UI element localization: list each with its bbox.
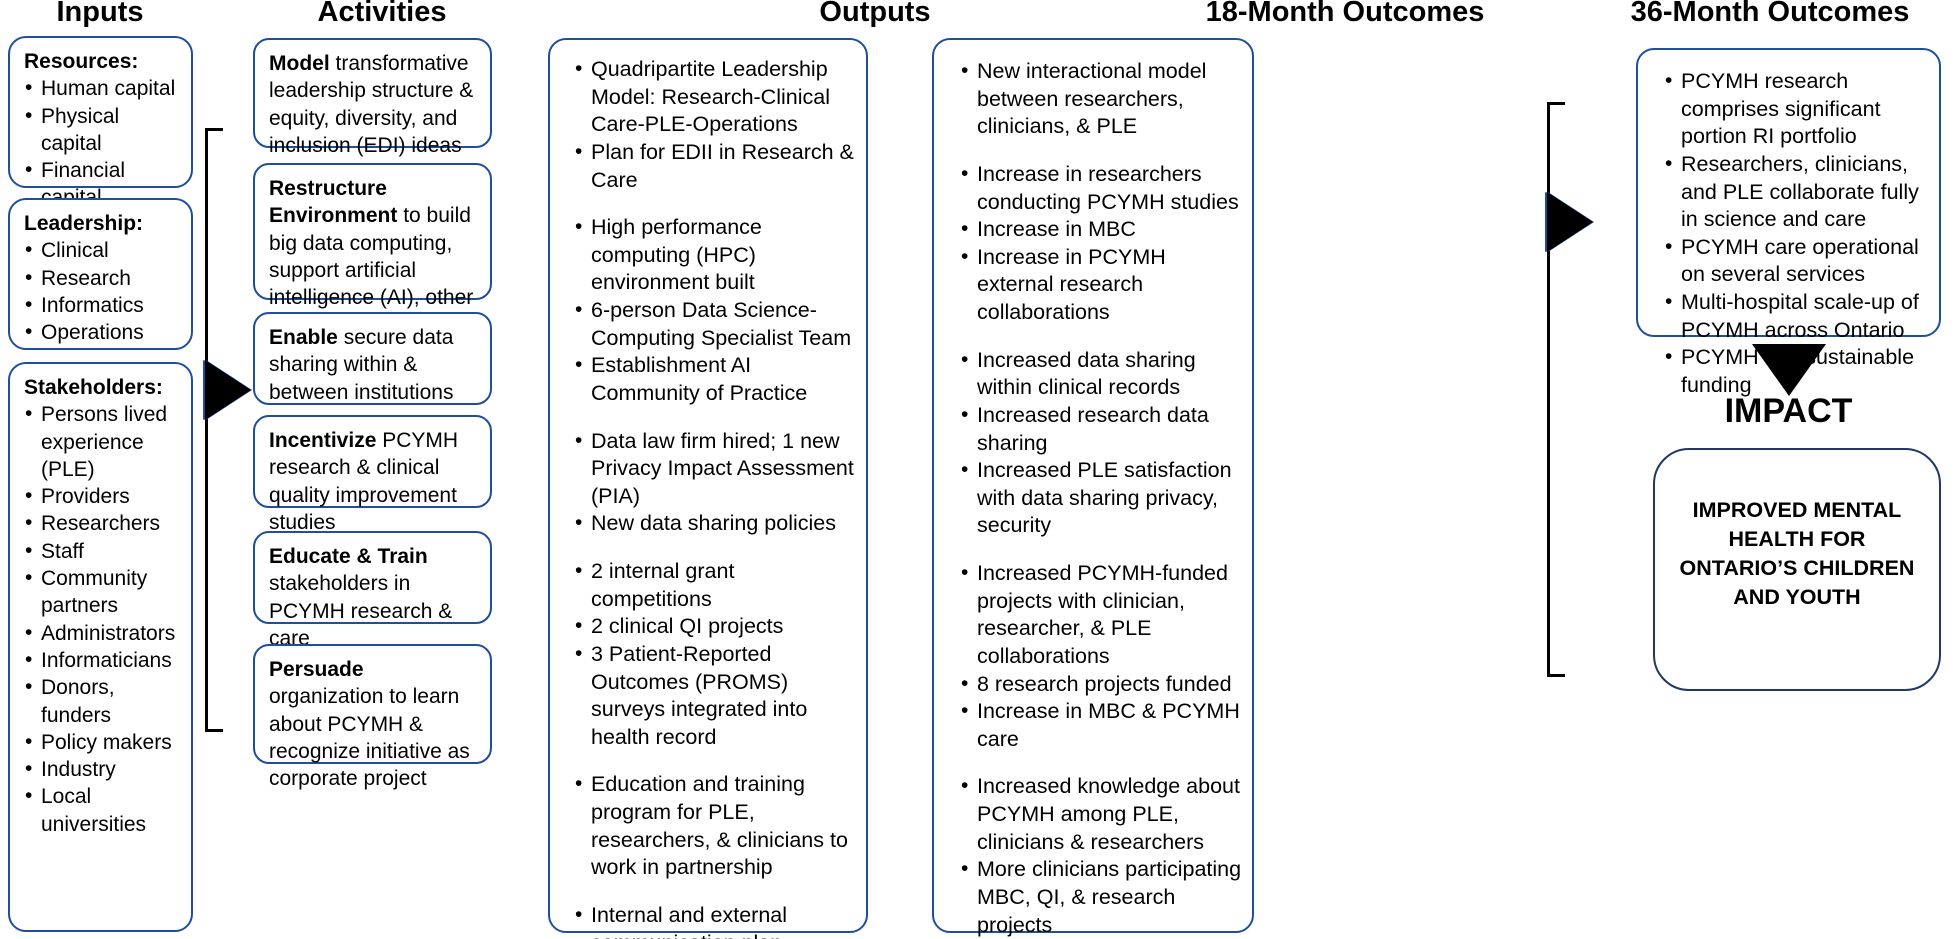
list-item: Persons lived experience (PLE) xyxy=(24,400,179,483)
list-item: Industry xyxy=(24,755,179,783)
outcomes-36-month-box: PCYMH research comprises significant por… xyxy=(1636,48,1941,397)
activities-educate-lead: Educate & Train xyxy=(269,545,428,568)
list-item: Informatics xyxy=(24,291,179,319)
list-item: Increased PCYMH-funded projects with cli… xyxy=(960,559,1242,671)
activities-enable-rest: secure data sharing within & between ins… xyxy=(269,326,454,404)
activities-box-enable: Enable secure data sharing within & betw… xyxy=(253,312,492,405)
column-title-outputs: Outputs xyxy=(819,0,931,28)
activities-model-text: Model transformative leadership structur… xyxy=(269,50,478,159)
list-item: Donors, funders xyxy=(24,673,179,729)
list-item: New data sharing policies xyxy=(574,509,856,538)
activities-enable-lead: Enable xyxy=(269,326,338,349)
arrow-18-month-to-36-month xyxy=(1547,192,1593,252)
activities-box-restructure-environment: Restructure Environment to build big dat… xyxy=(253,163,492,336)
list-item: New interactional model between research… xyxy=(960,57,1242,141)
arrow-inputs-to-activities xyxy=(205,360,251,420)
inputs-resources-heading: Resources: xyxy=(24,50,139,73)
inputs-stakeholders-heading: Stakeholders: xyxy=(24,376,163,399)
list-item: Increased research data sharing xyxy=(960,401,1242,457)
list-item: More clinicians participating MBC, QI, &… xyxy=(960,855,1242,939)
outcomes-36-month-list: PCYMH research comprises significant por… xyxy=(1664,67,1927,400)
list-item: Local universities xyxy=(24,782,179,838)
list-item: Researchers, clinicians, and PLE collabo… xyxy=(1664,150,1927,234)
activities-box-persuade: Persuade organization to learn about PCY… xyxy=(253,644,492,790)
column-title-36-month-outcomes: 36-Month Outcomes xyxy=(1630,0,1910,28)
list-item: Increase in PCYMH external research coll… xyxy=(960,243,1242,327)
bracket-18-month-to-36-month xyxy=(1547,102,1565,677)
activities-box-educate-and-train: Educate & Train stakeholders in PCYMH re… xyxy=(253,531,492,650)
outputs-box: Quadripartite Leadership Model: Research… xyxy=(548,38,868,939)
list-item: 6-person Data Science-Computing Speciali… xyxy=(574,296,856,352)
arrow-36-month-to-impact xyxy=(1752,344,1826,396)
activities-incentivize-text: Incentivize PCYMH research & clinical qu… xyxy=(269,427,478,536)
activities-box-incentivize: Incentivize PCYMH research & clinical qu… xyxy=(253,415,492,534)
activities-model-rest: transformative leadership structure & eq… xyxy=(269,52,474,157)
activities-box-model: Model transformative leadership structur… xyxy=(253,38,492,157)
activities-persuade-text: Persuade organization to learn about PCY… xyxy=(269,656,478,792)
list-item: Administrators xyxy=(24,619,179,647)
list-item: 2 internal grant competitions xyxy=(574,557,856,613)
list-item: Human capital xyxy=(24,74,179,102)
activities-enable-text: Enable secure data sharing within & betw… xyxy=(269,324,478,406)
list-item: Increased PLE satisfaction with data sha… xyxy=(960,456,1242,540)
inputs-box-resources: Resources: Human capital Physical capita… xyxy=(8,36,193,238)
outcomes-18-month-box: New interactional model between research… xyxy=(932,38,1254,937)
inputs-leadership-list: Clinical Research Informatics Operations xyxy=(24,236,179,346)
list-item: Increased data sharing within clinical r… xyxy=(960,346,1242,402)
activities-persuade-rest: organization to learn about PCYMH & reco… xyxy=(269,685,470,791)
list-item: Quadripartite Leadership Model: Research… xyxy=(574,55,856,139)
list-item: 2 clinical QI projects xyxy=(574,612,856,641)
activities-persuade-lead: Persuade xyxy=(269,658,364,681)
activities-educate-text: Educate & Train stakeholders in PCYMH re… xyxy=(269,543,478,652)
list-item: Physical capital xyxy=(24,102,179,158)
list-item: Multi-hospital scale-up of PCYMH across … xyxy=(1664,288,1927,344)
list-item: Staff xyxy=(24,537,179,565)
list-item: Education and training program for PLE, … xyxy=(574,770,856,882)
inputs-stakeholders-list: Persons lived experience (PLE) Providers… xyxy=(24,400,179,838)
list-item: Increase in researchers conducting PCYMH… xyxy=(960,160,1242,216)
list-item: Researchers xyxy=(24,509,179,537)
list-item: PCYMH care operational on several servic… xyxy=(1664,233,1927,289)
column-title-activities: Activities xyxy=(317,0,447,28)
list-item: Internal and external communication plan xyxy=(574,901,856,939)
activities-model-lead: Model xyxy=(269,52,330,75)
list-item: Increase in MBC xyxy=(960,215,1242,244)
bracket-inputs-to-activities xyxy=(205,128,223,732)
list-item: 3 Patient-Reported Outcomes (PROMS) surv… xyxy=(574,640,856,752)
impact-box-text: IMPROVED MENTAL HEALTH FOR ONTARIO’S CHI… xyxy=(1679,498,1915,610)
list-item: Increase in MBC & PCYMH care xyxy=(960,697,1242,753)
list-item: Establishment AI Community of Practice xyxy=(574,351,856,407)
column-title-inputs: Inputs xyxy=(56,0,144,28)
list-item: Plan for EDII in Research & Care xyxy=(574,138,856,194)
list-item: Operations xyxy=(24,318,179,346)
column-title-18-month-outcomes: 18-Month Outcomes xyxy=(1205,0,1485,28)
list-item: Informaticians xyxy=(24,646,179,674)
outcomes-18-month-list: New interactional model between research… xyxy=(960,57,1242,939)
impact-box: IMPROVED MENTAL HEALTH FOR ONTARIO’S CHI… xyxy=(1653,448,1941,691)
list-item: Increased knowledge about PCYMH among PL… xyxy=(960,772,1242,856)
list-item: High performance computing (HPC) environ… xyxy=(574,213,856,297)
list-item: Clinical xyxy=(24,236,179,264)
activities-restructure-lead: Restructure Environment xyxy=(269,177,398,228)
list-item: PCYMH research comprises significant por… xyxy=(1664,67,1927,151)
list-item: 8 research projects funded xyxy=(960,670,1242,699)
inputs-box-stakeholders: Stakeholders: Persons lived experience (… xyxy=(8,362,193,932)
list-item: Providers xyxy=(24,482,179,510)
outputs-list: Quadripartite Leadership Model: Research… xyxy=(574,55,856,939)
inputs-leadership-heading: Leadership: xyxy=(24,212,144,235)
list-item: Research xyxy=(24,264,179,292)
activities-incentivize-rest: PCYMH research & clinical quality improv… xyxy=(269,429,459,534)
activities-incentivize-lead: Incentivize xyxy=(269,429,377,452)
list-item: Community partners xyxy=(24,564,179,620)
inputs-box-leadership: Leadership: Clinical Research Informatic… xyxy=(8,198,193,350)
list-item: Policy makers xyxy=(24,728,179,756)
activities-educate-rest: stakeholders in PCYMH research & care xyxy=(269,572,453,650)
list-item: Data law firm hired; 1 new Privacy Impac… xyxy=(574,427,856,511)
impact-label: IMPACT xyxy=(1724,392,1853,430)
